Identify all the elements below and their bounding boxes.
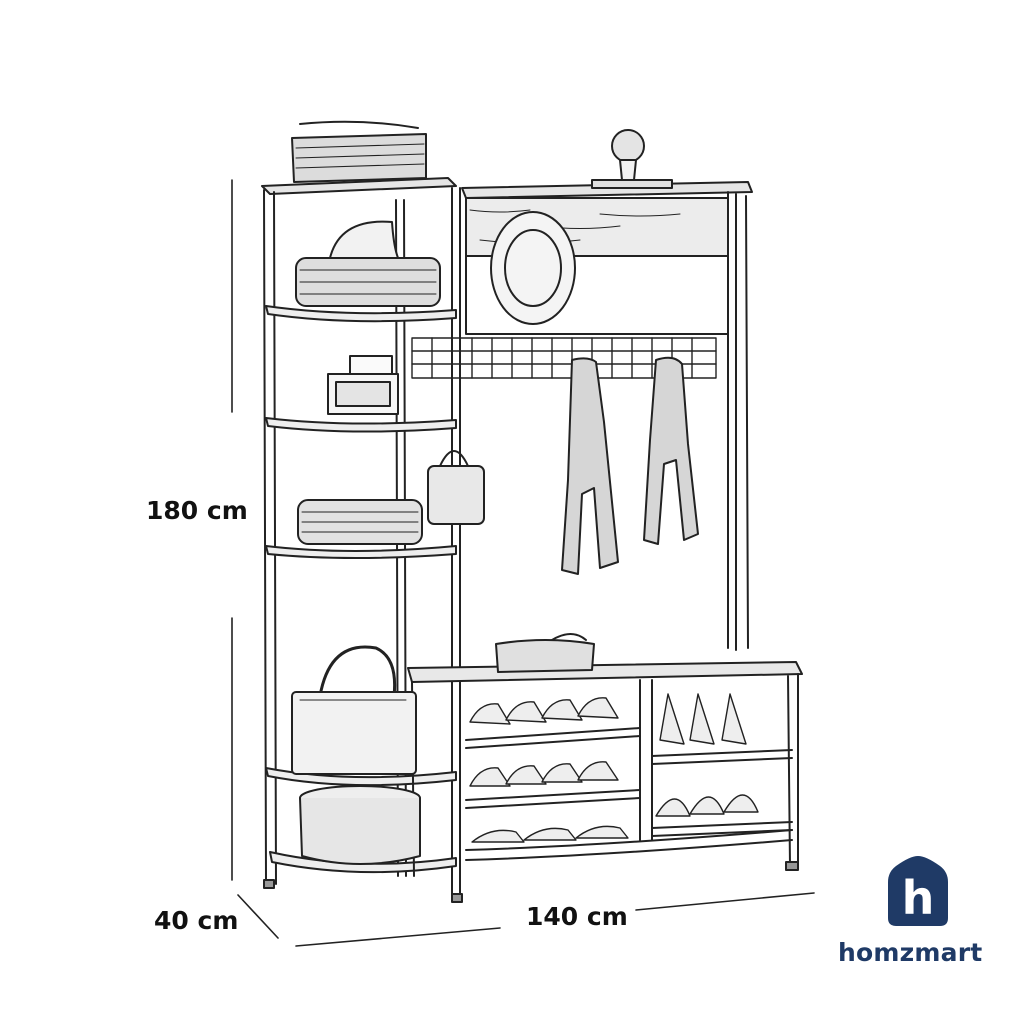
wire-grid-panel [411,337,717,379]
bench-basket [495,633,595,673]
width-dimension-line-left [295,927,501,947]
hanging-scarves [561,356,699,575]
width-label: 140 cm [526,902,628,931]
shoes [469,693,759,843]
top-plant [591,129,673,189]
width-dimension-line-right [635,892,815,911]
brand-wordmark: homzmart [838,938,983,967]
logo-letter: h [902,871,935,925]
corner-shelf-tower [261,177,463,903]
shelf-hat-and-towels [295,220,441,307]
storage-box [299,785,421,865]
hanging-hat [490,211,576,325]
height-label: 180 cm [146,496,248,525]
house-logo-icon: h [888,856,948,926]
picture-frames [327,355,399,415]
top-basket [291,120,427,183]
dimension-lines [231,179,815,947]
small-hanging-bag [427,450,485,525]
handbag [291,645,417,775]
depth-dimension-line [237,894,279,939]
folded-clothes [297,499,423,545]
depth-label: 40 cm [154,906,239,935]
